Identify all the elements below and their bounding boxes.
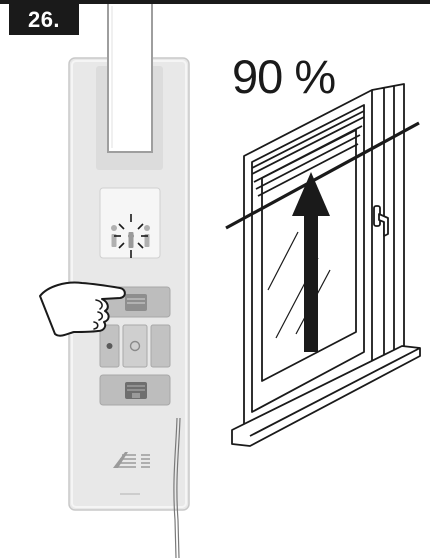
moon-button[interactable] [151, 325, 170, 367]
wall-remote [69, 4, 189, 558]
up-symbol-icon [125, 294, 147, 311]
sun-icon [107, 343, 113, 349]
belt-strap [108, 4, 152, 152]
down-symbol-icon [125, 382, 147, 399]
open-percentage-label: 90 % [232, 52, 335, 102]
timer-button[interactable] [123, 325, 147, 367]
